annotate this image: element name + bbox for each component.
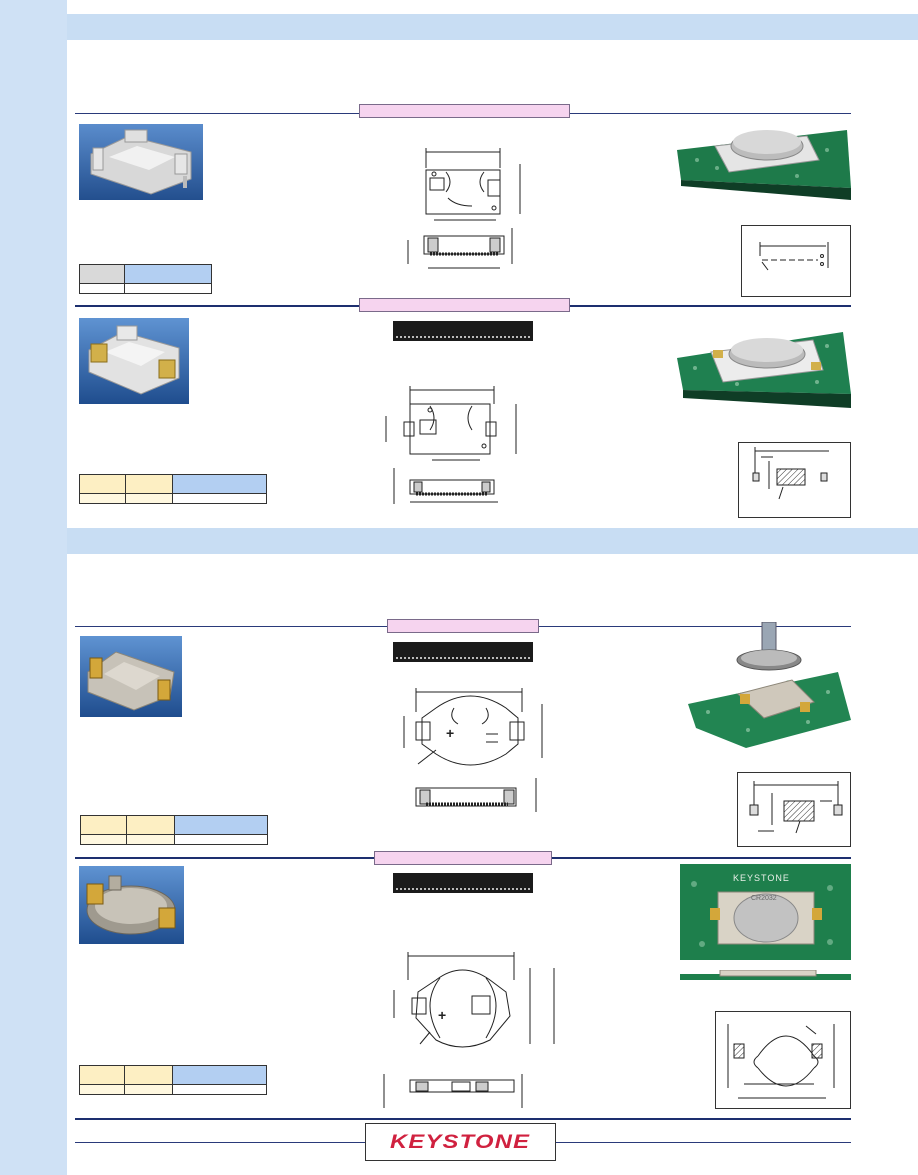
spec-cell	[126, 834, 175, 845]
spec-header-yellow	[126, 815, 175, 835]
pcb-footprint-4	[715, 1011, 851, 1109]
coin-cell-label: CR2032	[751, 895, 777, 902]
spec-header-yellow	[79, 1065, 125, 1085]
part-number-bar	[393, 321, 533, 341]
brand-logo-text: KEYSTONE	[390, 1131, 531, 1153]
plus-sign-icon: +	[446, 725, 454, 741]
pcb-photo-4: KEYSTONE CR2032	[680, 864, 851, 960]
holder-render-4	[79, 866, 184, 944]
page-left-margin	[0, 0, 67, 1175]
spec-header-blue	[172, 474, 267, 494]
spec-cell	[172, 1084, 267, 1095]
pcb-render-1	[677, 130, 851, 200]
product-title-tag	[374, 851, 552, 865]
spec-header-blue	[124, 264, 212, 284]
section-header-band-1	[67, 14, 918, 40]
spec-header-yellow	[79, 474, 126, 494]
holder-render-2	[79, 318, 189, 404]
spec-table-1	[79, 264, 212, 294]
spec-header-yellow	[125, 474, 173, 494]
product-photo-1	[79, 124, 203, 200]
spec-cell	[80, 834, 127, 845]
dimension-drawing-2	[385, 386, 517, 504]
pcb-render-4	[680, 864, 851, 960]
spec-header-yellow	[80, 815, 127, 835]
brand-logo: KEYSTONE	[365, 1123, 556, 1161]
spec-cell	[79, 283, 125, 294]
part-number-bar	[393, 642, 533, 662]
spec-header-blue	[174, 815, 268, 835]
dimension-drawing-3: +	[403, 688, 543, 812]
pcb-side-photo-4	[680, 970, 851, 984]
pcb-footprint-1	[741, 225, 851, 297]
product-photo-4	[79, 866, 184, 944]
spec-table-4	[79, 1065, 267, 1095]
pcb-photo-1	[677, 120, 851, 204]
spec-cell	[174, 834, 268, 845]
spec-table-3	[80, 815, 268, 845]
product-photo-3	[80, 636, 182, 717]
holder-render-3	[80, 636, 182, 717]
pcb-side-render-4	[680, 970, 851, 980]
holder-render-1	[79, 124, 203, 200]
part-number-bar	[393, 873, 533, 893]
plus-sign-icon: +	[438, 1007, 446, 1023]
section-header-band-2	[67, 528, 918, 554]
dimension-drawing-1	[407, 148, 521, 269]
spec-cell	[79, 1084, 125, 1095]
spec-header-gray	[79, 264, 125, 284]
footer-rule-top	[75, 1118, 851, 1120]
pcb-footprint-3	[737, 772, 851, 847]
pcb-silkscreen-label: KEYSTONE	[733, 873, 790, 883]
spec-cell	[124, 283, 212, 294]
product-photo-2	[79, 318, 189, 404]
product-title-tag	[359, 104, 570, 118]
pcb-footprint-2	[738, 442, 851, 518]
dimension-drawing-4: +	[383, 952, 555, 1108]
spec-cell	[172, 493, 267, 504]
spec-cell	[124, 1084, 173, 1095]
pcb-photo-3	[688, 622, 851, 748]
spec-header-yellow	[124, 1065, 173, 1085]
product-title-tag	[387, 619, 539, 633]
spec-table-2	[79, 474, 267, 504]
pcb-render-3	[688, 622, 851, 748]
spec-cell	[125, 493, 173, 504]
spec-cell	[79, 493, 126, 504]
pcb-render-2	[677, 332, 851, 408]
product-title-tag	[359, 298, 570, 312]
pcb-photo-2	[677, 322, 851, 412]
spec-header-blue	[172, 1065, 267, 1085]
